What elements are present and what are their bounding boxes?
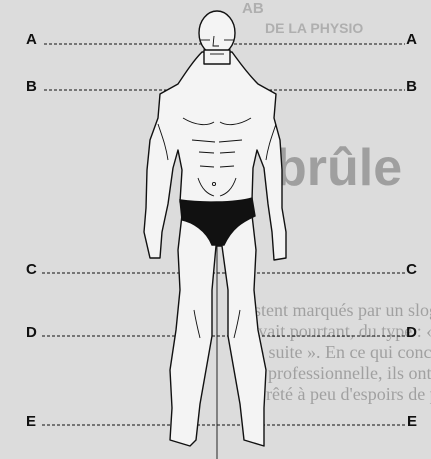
marker-b-right: B [406,78,417,95]
marker-c-right: C [406,261,417,278]
marker-d-right: D [406,324,417,341]
marker-e-left: E [26,413,36,430]
marker-a-left: A [26,31,37,48]
marker-b-left: B [26,78,37,95]
marker-c-left: C [26,261,37,278]
marker-d-left: D [26,324,37,341]
marker-e-right: E [407,413,417,430]
marker-a-right: A [406,31,417,48]
